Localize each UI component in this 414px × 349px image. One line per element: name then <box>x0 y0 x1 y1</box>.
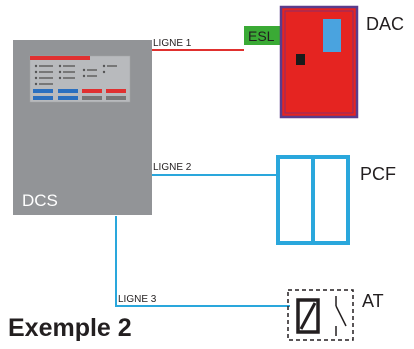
dac-window <box>323 19 341 52</box>
esl-box <box>244 26 280 45</box>
at-contact-blade <box>335 305 347 327</box>
dac-lock-icon <box>296 54 305 65</box>
dcs-mini-screen <box>29 55 131 103</box>
at-coil-diagonal <box>299 302 317 330</box>
dac-label: DAC <box>366 14 404 34</box>
ligne-1-label: LIGNE 1 <box>153 38 192 49</box>
ligne-3-connector <box>115 216 290 307</box>
at-label: AT <box>362 291 384 311</box>
dac-inner-frame <box>284 10 354 114</box>
at-dashed-frame <box>287 289 354 341</box>
at-actuator-symbol[interactable] <box>287 289 354 341</box>
ligne-2-label: LIGNE 2 <box>153 162 192 173</box>
dcs-screen-header <box>30 56 90 60</box>
pcf-label: PCF <box>360 164 396 184</box>
caption: Exemple 2 <box>8 314 132 342</box>
esl-label: ESL <box>248 28 275 44</box>
dac-cabinet[interactable] <box>279 5 359 119</box>
ligne-3-label: LIGNE 3 <box>118 294 157 305</box>
dcs-label: DCS <box>22 191 58 210</box>
